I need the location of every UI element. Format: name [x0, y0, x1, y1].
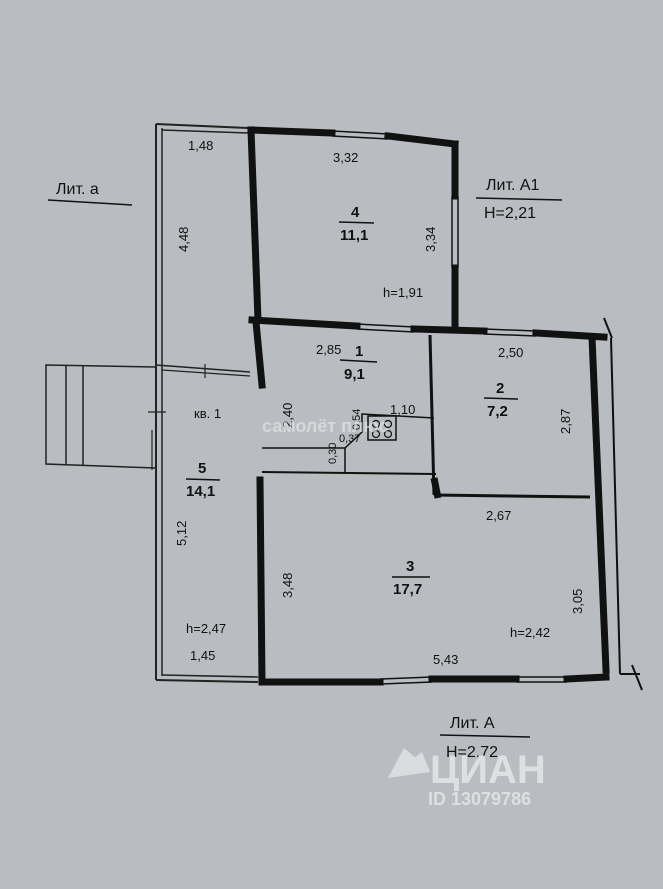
watermark-brand: ЦИАН [430, 748, 546, 792]
dim-veranda-height: h=2,47 [186, 621, 226, 636]
dim-r1-left: 2,40 [280, 403, 295, 428]
dim-r1-stair: 1,10 [390, 402, 415, 417]
dim-r3-top: 2,67 [486, 508, 511, 523]
room-4-number: 4 [351, 204, 360, 221]
lit-main-label: Лит. А [450, 715, 495, 732]
dim-veranda-side: 5,12 [174, 521, 189, 546]
cian-logo-icon [388, 748, 430, 778]
main-windows [356, 323, 567, 685]
lit-main-height: Н=2,72 [446, 744, 498, 761]
dim-r4-top: 3,32 [333, 150, 358, 165]
interior-partitions [261, 334, 591, 499]
veranda-walls [148, 123, 259, 683]
lit-a1-label: Лит. А1 [486, 177, 540, 194]
dim-r3-height: h=2,42 [510, 625, 550, 640]
lit-a1-height: Н=2,21 [484, 205, 536, 222]
room-4-walls [247, 126, 459, 329]
dim-r1-037: 0,37 [339, 433, 360, 445]
watermark-agency: самолёт плюс [262, 416, 389, 436]
dim-r4-height: h=1,91 [383, 285, 423, 300]
main-walls [248, 316, 610, 686]
outer-frame [603, 317, 643, 691]
dim-veranda-left: 4,48 [176, 227, 191, 252]
apartment-label: кв. 1 [194, 406, 221, 421]
dim-r2-top: 2,50 [498, 345, 523, 360]
room-1-number: 1 [355, 343, 363, 360]
room-1-area: 9,1 [344, 366, 365, 383]
dim-r1-top: 2,85 [316, 342, 341, 357]
dim-r3-bottom: 5,43 [433, 652, 458, 667]
room-2-number: 2 [496, 380, 504, 397]
dim-r2-right: 2,87 [558, 409, 573, 434]
room-5-number: 5 [198, 460, 206, 477]
dim-r4-right: 3,34 [423, 227, 438, 252]
room-4-windows [331, 130, 459, 268]
dim-r1-054: 0,54 [351, 409, 363, 430]
room-5-area: 14,1 [186, 483, 215, 500]
lit-a-label: Лит. а [56, 181, 99, 198]
dim-veranda-bottom: 1,45 [190, 648, 215, 663]
room-2-area: 7,2 [487, 403, 508, 420]
dim-veranda-top: 1,48 [188, 138, 213, 153]
label-lines [47, 197, 563, 738]
watermark-id: ID 13079786 [428, 789, 531, 809]
dim-r1-030: 0,30 [327, 443, 339, 464]
dim-r3-left: 3,48 [280, 573, 295, 598]
room-3-area: 17,7 [393, 581, 422, 598]
room-3-number: 3 [406, 558, 414, 575]
entrance-steps [45, 364, 157, 469]
room-4-area: 11,1 [340, 227, 368, 244]
dim-r3-right: 3,05 [570, 589, 585, 614]
